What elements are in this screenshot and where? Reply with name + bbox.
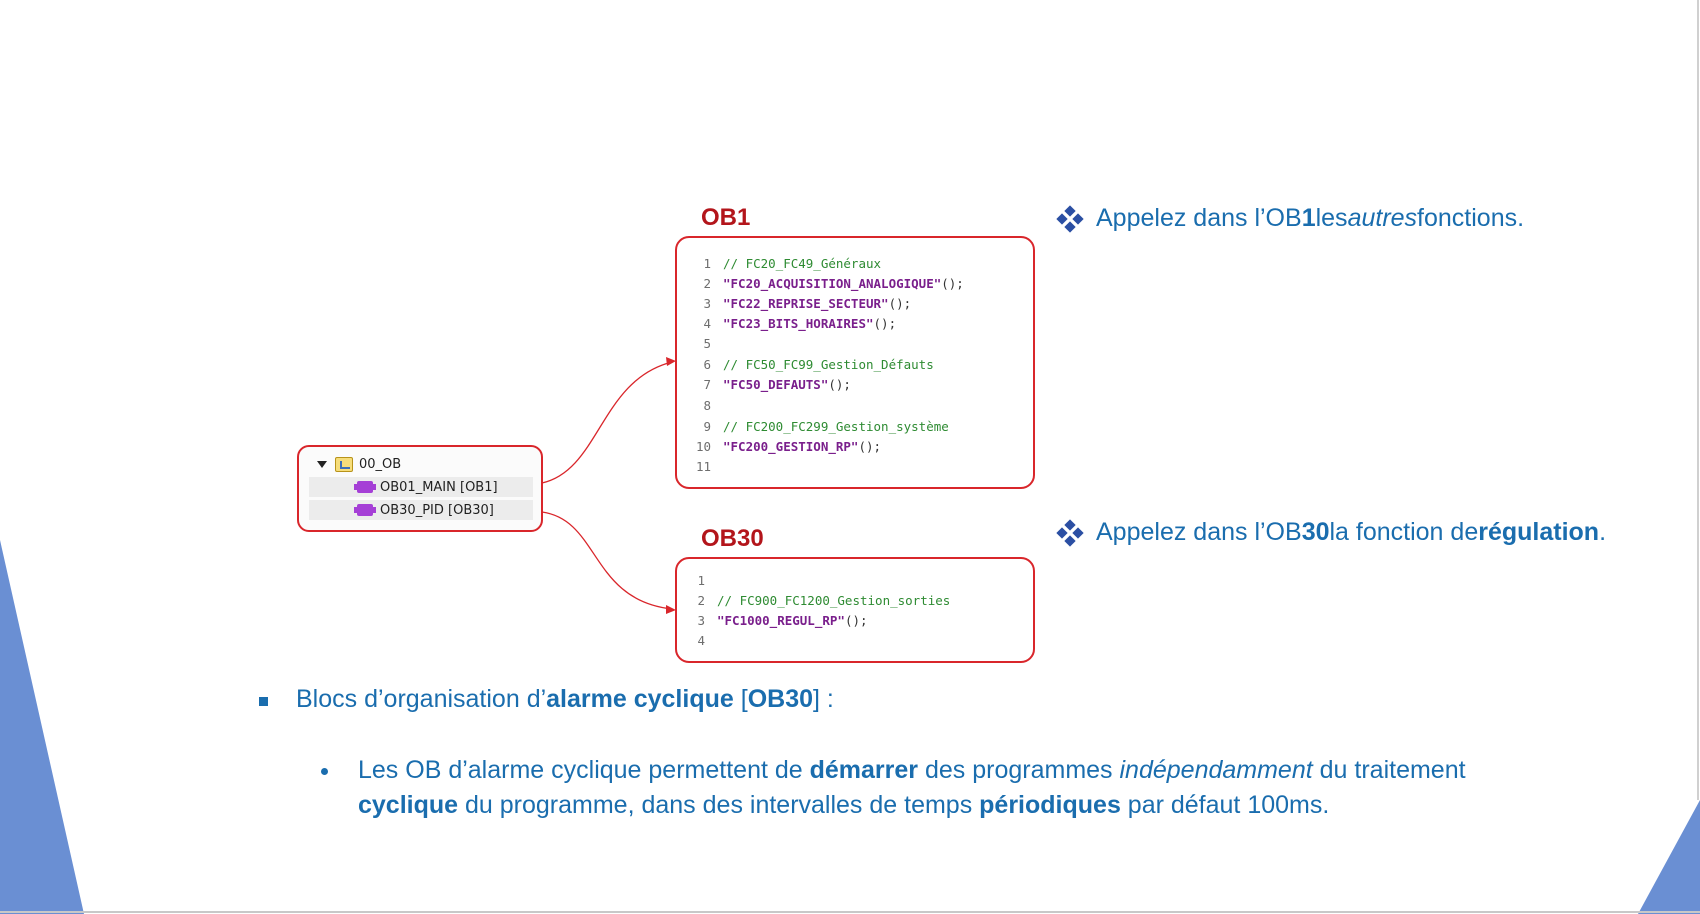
tree-item-ob30[interactable]: OB30_PID [OB30] xyxy=(309,500,533,520)
tree-item-ob1[interactable]: OB01_MAIN [OB1] xyxy=(309,477,533,497)
right-triangle xyxy=(1638,800,1700,914)
note-text: les xyxy=(1315,204,1348,232)
arrow-head-ob1 xyxy=(666,357,676,366)
note-text: Appelez dans l’OB xyxy=(1096,204,1302,232)
note-text: Appelez dans l’OB xyxy=(1096,518,1302,546)
code-line: 5 xyxy=(703,336,711,351)
bullet-text: du traitement xyxy=(1312,756,1466,784)
bullet-bold: cyclique xyxy=(358,791,459,819)
bullet-bold: périodiques xyxy=(979,791,1121,819)
note-bold: 1 xyxy=(1301,204,1316,232)
note-text: fonctions. xyxy=(1417,204,1525,232)
bullet-text: [ xyxy=(733,685,748,713)
block-icon xyxy=(354,504,376,516)
code-line: 3"FC1000_REGUL_RP"(); xyxy=(697,613,868,628)
note-italic: autres xyxy=(1347,204,1418,232)
bullet-text: Blocs d’organisation d’ xyxy=(296,685,547,713)
arrow-to-ob1 xyxy=(541,361,673,484)
bullet-text: par défaut 100ms. xyxy=(1120,791,1330,819)
code-line: 6// FC50_FC99_Gestion_Défauts xyxy=(703,357,934,372)
note-text: . xyxy=(1599,518,1607,546)
block-icon xyxy=(354,481,376,493)
bullet-detail-line2: cyclique du programme, dans des interval… xyxy=(358,791,1329,820)
note-bold: 30 xyxy=(1301,518,1330,546)
bullet-text: ] : xyxy=(813,685,834,713)
code-line: 2"FC20_ACQUISITION_ANALOGIQUE"(); xyxy=(703,276,964,291)
expand-triangle-icon[interactable] xyxy=(317,460,327,468)
arrow-head-ob30 xyxy=(666,605,676,614)
code-line: 1 xyxy=(697,573,705,588)
square-bullet-icon xyxy=(259,697,268,706)
ob1-title: OB1 xyxy=(701,204,751,231)
left-triangle xyxy=(0,540,84,914)
ob1-code-panel: 1// FC20_FC49_Généraux 2"FC20_ACQUISITIO… xyxy=(675,236,1035,489)
code-line: 7"FC50_DEFAUTS"(); xyxy=(703,377,851,392)
tree-folder-row[interactable]: 00_OB xyxy=(317,454,401,474)
code-line: 9// FC200_FC299_Gestion_système xyxy=(703,419,949,434)
tree-folder-label: 00_OB xyxy=(359,456,402,472)
code-line: 10"FC200_GESTION_RP"(); xyxy=(695,439,882,454)
diamond-bullet-icon xyxy=(1056,518,1084,547)
bullet-text: Les OB d’alarme cyclique permettent de xyxy=(358,756,810,784)
code-line: 4 xyxy=(697,633,705,648)
tree-item-label: OB30_PID [OB30] xyxy=(380,502,494,518)
note-text: la fonction de xyxy=(1329,518,1479,546)
bullet-bold: alarme cyclique xyxy=(546,685,734,713)
code-line: 2// FC900_FC1200_Gestion_sorties xyxy=(697,593,951,608)
code-line: 3"FC22_REPRISE_SECTEUR"(); xyxy=(703,296,912,311)
code-line: 11 xyxy=(695,459,711,474)
code-line: 4"FC23_BITS_HORAIRES"(); xyxy=(703,316,897,331)
note-bold: régulation xyxy=(1478,518,1600,546)
round-bullet-icon xyxy=(321,768,328,775)
folder-icon xyxy=(335,456,353,472)
code-line: 8 xyxy=(703,398,711,413)
arrow-to-ob30 xyxy=(541,511,673,610)
project-tree: 00_OB OB01_MAIN [OB1] OB30_PID [OB30] xyxy=(297,445,543,532)
diamond-bullet-icon xyxy=(1056,204,1084,233)
bullet-bold: démarrer xyxy=(809,756,919,784)
ob30-title: OB30 xyxy=(701,525,764,552)
code-line: 1// FC20_FC49_Généraux xyxy=(703,256,882,271)
tree-item-label: OB01_MAIN [OB1] xyxy=(380,479,498,495)
ob30-code-panel: 1 2// FC900_FC1200_Gestion_sorties 3"FC1… xyxy=(675,557,1035,663)
bullet-detail-line1: Les OB d’alarme cyclique permettent de d… xyxy=(358,756,1466,785)
bullet-text: des programmes xyxy=(918,756,1120,784)
bullet-bold: OB30 xyxy=(747,685,813,713)
bullet-heading: Blocs d’organisation d’alarme cyclique [… xyxy=(296,685,834,714)
bullet-italic: indépendamment xyxy=(1119,756,1313,784)
bullet-text: du programme, dans des intervalles de te… xyxy=(458,791,980,819)
